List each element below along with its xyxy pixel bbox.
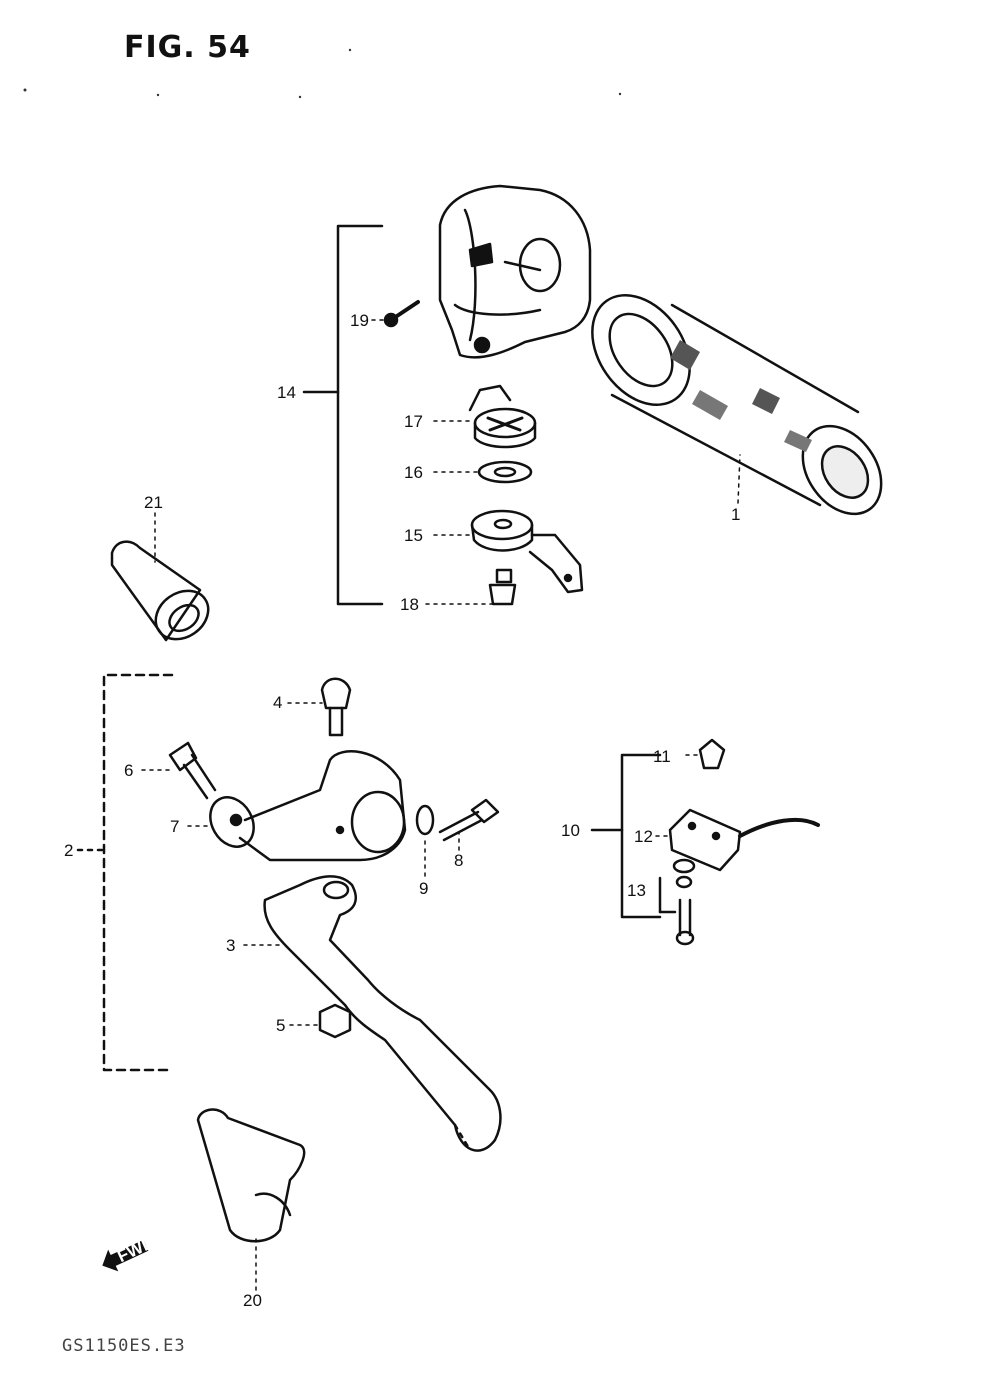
callout-18: 18 (400, 595, 419, 614)
part-12-clamp (668, 808, 820, 872)
callout-10: 10 (561, 821, 580, 840)
callout-labels: 1 2 3 4 5 6 7 8 9 10 11 12 13 14 15 16 1… (64, 311, 740, 1310)
part-18-nipple (488, 568, 517, 606)
callout-19: 19 (350, 311, 369, 330)
callout-6: 6 (124, 761, 133, 780)
part-17-cam (468, 384, 537, 449)
callout-3: 3 (226, 936, 235, 955)
fwd-label: FWD (114, 1233, 157, 1267)
callout-8: 8 (454, 851, 463, 870)
part-14-switch-housing (438, 184, 592, 359)
callout-7: 7 (170, 817, 179, 836)
part-5-nut (318, 1003, 352, 1039)
part-9-washer (415, 804, 435, 836)
part-20-boot (196, 1108, 306, 1243)
callout-16: 16 (404, 463, 423, 482)
part-1-grip (591, 294, 883, 516)
part-8-bolt (438, 798, 500, 842)
part-13-screw-washer (658, 858, 696, 946)
part-6-bolt (168, 741, 217, 800)
part-21-boot (110, 540, 210, 642)
callout-21: 21 (144, 493, 163, 512)
callout-2: 2 (64, 841, 73, 860)
bracket-group-2 (102, 673, 174, 1072)
part-16-washer (477, 460, 533, 484)
callout-1: 1 (731, 505, 740, 524)
bracket-group-14 (302, 224, 384, 606)
figure-title: FIG. 54 (124, 30, 251, 65)
scan-specks (23, 48, 622, 99)
callout-17: 17 (404, 412, 423, 431)
callout-15: 15 (404, 526, 423, 545)
drawing-code: GS1150ES.E3 (62, 1336, 186, 1356)
part-4-pivot-bolt (320, 677, 352, 737)
part-15-bracket (470, 509, 584, 594)
callout-14: 14 (277, 383, 296, 402)
part-19-screw (383, 300, 420, 328)
part-3-lever (263, 875, 502, 1152)
callout-13: 13 (627, 881, 646, 900)
part-7-holder (209, 750, 407, 862)
callout-9: 9 (419, 879, 428, 898)
leader-lines (141, 319, 741, 1291)
callout-4: 4 (273, 693, 282, 712)
fwd-arrow: FWD (102, 1233, 158, 1272)
bracket-group-10 (590, 753, 662, 919)
part-11-clip (698, 738, 726, 770)
callout-5: 5 (276, 1016, 285, 1035)
callout-20: 20 (243, 1291, 262, 1310)
callout-12: 12 (634, 827, 653, 846)
callout-11: 11 (653, 747, 671, 766)
